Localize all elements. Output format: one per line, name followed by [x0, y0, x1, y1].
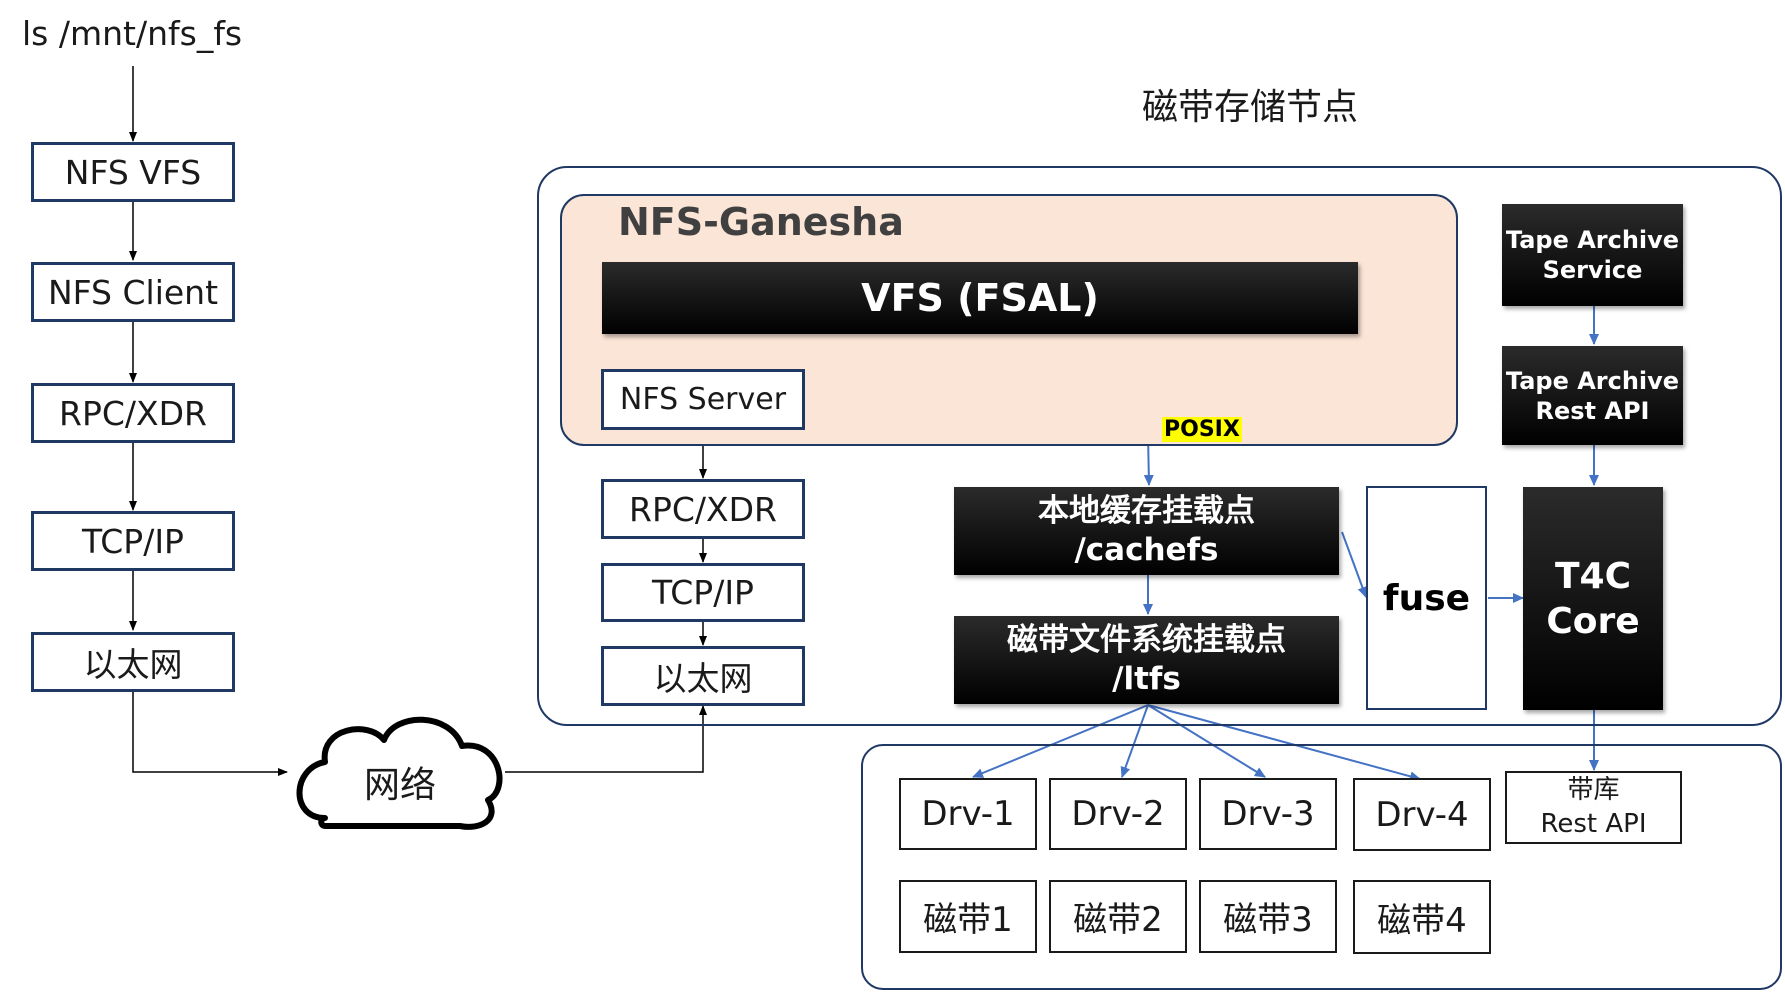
arrow-ltfs-to-drv3 [1147, 704, 1266, 778]
tape-archive-service-box: Tape Archive Service [1502, 204, 1683, 306]
storage-node-region [537, 166, 1782, 726]
tape-archive-rest-line2: Rest API [1535, 396, 1650, 425]
drive-box-1: Drv-1 [899, 778, 1037, 850]
command-text: ls /mnt/nfs_fs [22, 14, 243, 53]
tape-box-2: 磁带2 [1049, 880, 1187, 953]
tape-box-4: 磁带4 [1353, 880, 1491, 954]
server-ethernet-box: 以太网 [601, 646, 805, 706]
t4c-core-box: T4C Core [1523, 487, 1663, 710]
ltfs-mount-path: /ltfs [1112, 661, 1181, 697]
network-label: 网络 [363, 765, 436, 806]
arrow-cache-to-fuse [1341, 531, 1368, 598]
client-tcp-ip-box: TCP/IP [31, 511, 235, 571]
arrow-eth-to-network [132, 692, 288, 776]
drive-box-3: Drv-3 [1199, 778, 1337, 850]
cache-mount-box: 本地缓存挂载点 /cachefs [954, 487, 1339, 575]
fsal-box: VFS (FSAL) [602, 262, 1358, 334]
nfs-server-box: NFS Server [601, 369, 805, 430]
cache-mount-path: /cachefs [1074, 532, 1219, 568]
node-title: 磁带存储节点 [1141, 87, 1358, 128]
server-tcp-ip-box: TCP/IP [601, 563, 805, 622]
posix-label: POSIX [1162, 417, 1242, 442]
tape-library-region [861, 744, 1782, 990]
tape-archive-rest-line1: Tape Archive [1505, 366, 1680, 395]
arrow-ltfs-to-drv1 [972, 704, 1149, 778]
client-ethernet-box: 以太网 [31, 632, 235, 692]
library-rest-box: 带库 Rest API [1505, 771, 1682, 844]
server-rpc-xdr-box: RPC/XDR [601, 479, 805, 539]
drive-box-2: Drv-2 [1049, 778, 1187, 850]
cache-mount-name: 本地缓存挂载点 [1038, 493, 1255, 530]
tape-archive-rest-box: Tape Archive Rest API [1502, 346, 1683, 445]
client-nfs-client-box: NFS Client [31, 262, 235, 322]
arrow-ltfs-to-drv2 [1120, 704, 1149, 778]
tape-box-1: 磁带1 [899, 880, 1037, 953]
tape-archive-service-line1: Tape Archive [1505, 226, 1680, 254]
arrow-ltfs-to-drv4 [1147, 704, 1421, 782]
arrow-network-to-server-eth [505, 705, 707, 773]
network-cloud-shape [296, 716, 503, 830]
client-rpc-xdr-box: RPC/XDR [31, 383, 235, 443]
tape-archive-service-line2: Service [1542, 256, 1643, 284]
t4c-core-line1: T4C [1554, 555, 1632, 597]
ltfs-mount-box: 磁带文件系统挂载点 /ltfs [954, 616, 1339, 704]
library-rest-line2: Rest API [1540, 808, 1647, 839]
tape-box-3: 磁带3 [1199, 880, 1337, 953]
ganesha-title: NFS-Ganesha [618, 200, 904, 244]
t4c-core-line2: Core [1546, 600, 1640, 642]
ltfs-mount-name: 磁带文件系统挂载点 [1007, 622, 1286, 659]
drive-box-4: Drv-4 [1353, 778, 1491, 851]
client-nfs-vfs-box: NFS VFS [31, 142, 235, 202]
library-rest-line1: 带库 [1567, 774, 1620, 805]
fuse-box: fuse [1366, 486, 1487, 710]
